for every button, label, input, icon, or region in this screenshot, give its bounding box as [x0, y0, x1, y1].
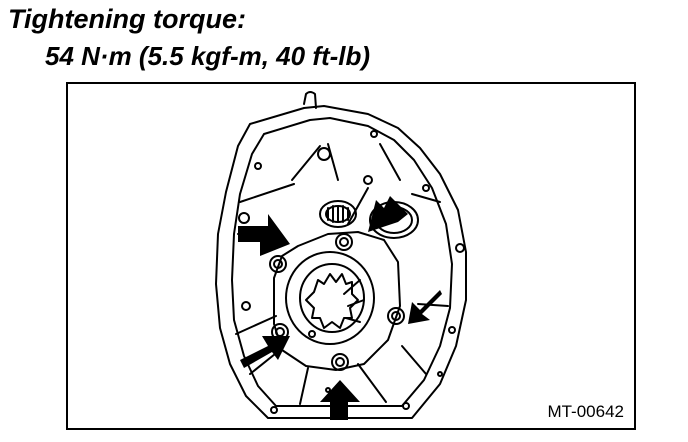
- arrow-lower-left: [240, 336, 290, 368]
- drive-gear: [305, 273, 359, 329]
- tightening-torque-value: 54 N·m (5.5 kgf-m, 40 ft-lb): [45, 41, 371, 71]
- cover-plate: [273, 231, 401, 371]
- arrow-bottom: [320, 380, 360, 420]
- cover-bolt: [331, 353, 349, 371]
- figure-frame: MT-00642: [66, 82, 636, 430]
- cover-bolt: [335, 233, 353, 251]
- arrow-upper-left: [238, 214, 290, 256]
- figure-code: MT-00642: [547, 402, 624, 421]
- gear-housing: [285, 251, 375, 345]
- needle-bearing: [319, 200, 357, 228]
- cover-bolt: [269, 255, 287, 273]
- case-outer-outline: [215, 105, 467, 419]
- tightening-torque-title: Tightening torque:: [8, 4, 246, 34]
- case-top-tab: [303, 91, 317, 109]
- case-inner-outline: [231, 117, 453, 407]
- transmission-case-illustration: [215, 91, 467, 420]
- arrow-right: [408, 290, 442, 324]
- arrow-upper-right: [368, 196, 408, 232]
- cover-bolt: [387, 307, 405, 325]
